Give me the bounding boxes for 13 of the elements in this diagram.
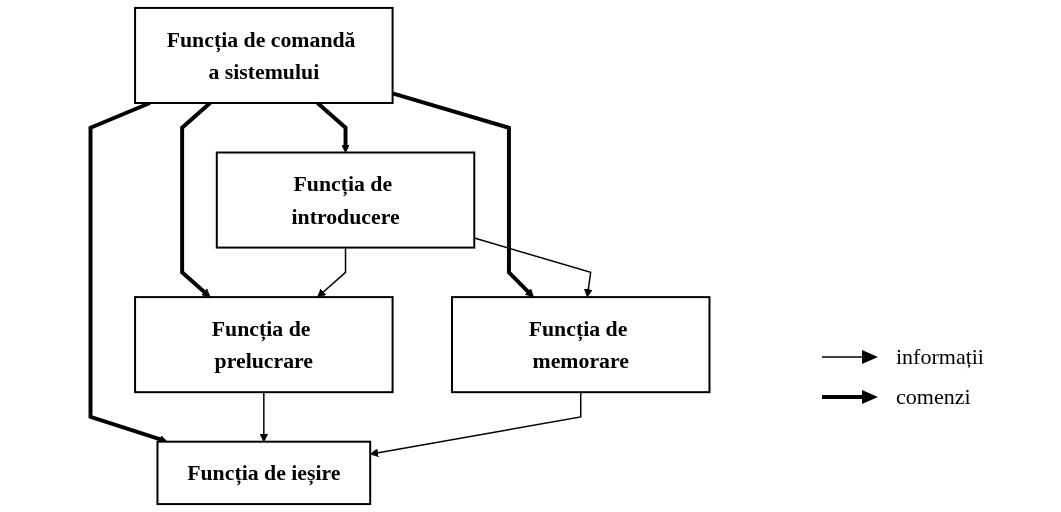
arrow [316, 101, 350, 153]
arrow [88, 101, 168, 444]
arrow [180, 101, 212, 298]
node-box: Funcția de ieșire [156, 440, 372, 506]
node-box: Funcția de comandă a sistemului [134, 6, 394, 104]
node-box: Funcția de introducere [215, 151, 476, 249]
arrow [317, 246, 347, 298]
node-box: Funcția de prelucrare [134, 296, 394, 394]
legend-label: informații [896, 344, 984, 370]
legend-label: comenzi [896, 384, 971, 410]
node-box: Funcția de memorare [451, 296, 711, 394]
arrow [392, 91, 534, 298]
arrow [259, 391, 269, 443]
